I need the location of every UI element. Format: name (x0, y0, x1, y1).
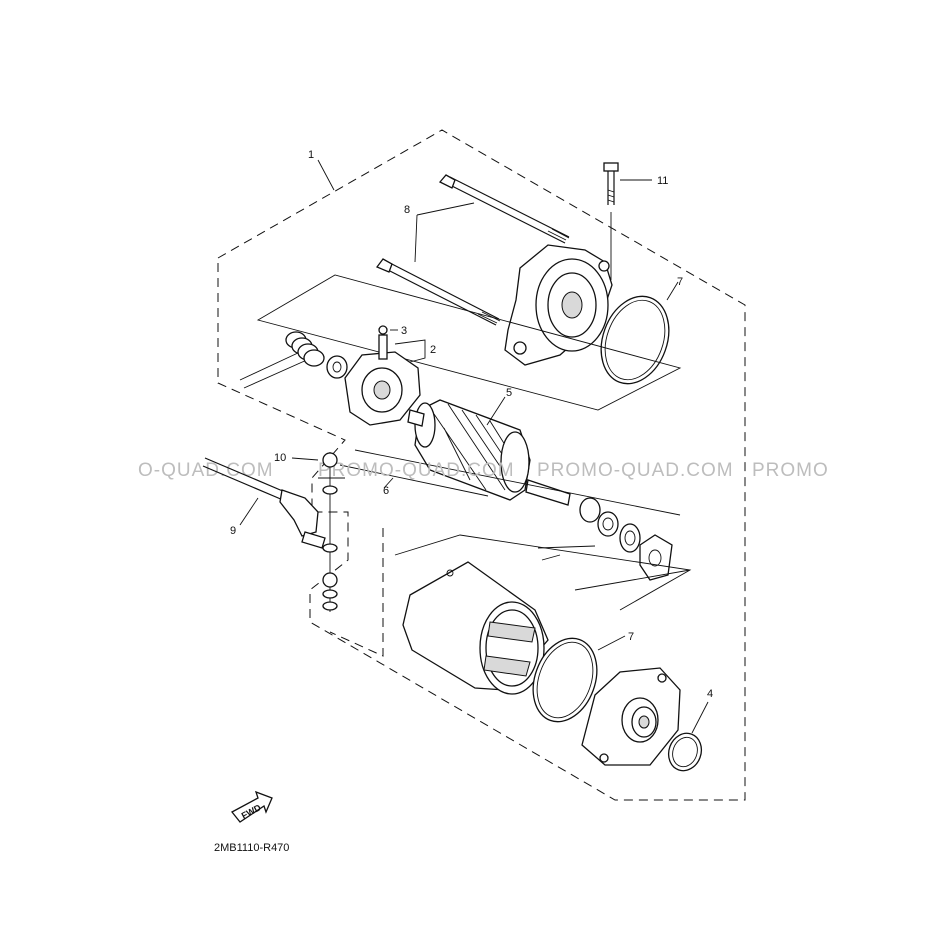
terminal-nut-2 (322, 572, 338, 588)
part-code: 2MB1110-R470 (214, 842, 289, 854)
callout-7-upper: 7 (677, 276, 683, 288)
mounting-bolt (603, 162, 619, 205)
callout-1-leader (317, 159, 335, 191)
rear-cover (504, 244, 613, 366)
yoke (402, 561, 549, 695)
small-o-ring (378, 325, 388, 335)
callout-9-leader (239, 497, 259, 526)
terminal-washer-1 (322, 485, 338, 495)
upper-plane (256, 274, 682, 411)
terminal-washer-2 (322, 543, 338, 553)
callout-5-leader (486, 396, 506, 426)
yoke-boundary (329, 528, 384, 657)
watermark-2: PROMO-QUAD.COM (318, 460, 515, 481)
brush-holder (344, 334, 421, 426)
through-bolt-upper (438, 174, 570, 244)
terminal-washer-4 (322, 601, 338, 611)
callout-6-leader (383, 477, 394, 489)
watermark-1: O-QUAD.COM (138, 460, 274, 481)
terminal-nut (322, 452, 338, 468)
o-ring-upper (600, 295, 670, 385)
watermark-4: PROMO (752, 460, 829, 481)
callout-9: 9 (230, 525, 236, 537)
callout-6: 6 (383, 485, 389, 497)
callout-3: 3 (401, 325, 407, 337)
callout-1: 1 (308, 149, 314, 161)
callout-4-leader (691, 701, 709, 734)
brush-washer (326, 355, 348, 379)
callout-8: 8 (404, 204, 410, 216)
washer-3 (619, 523, 641, 553)
callout-5: 5 (506, 387, 512, 399)
forward-arrow-icon: FWD (231, 790, 273, 823)
brush-spring (285, 331, 325, 367)
armature (407, 399, 571, 506)
callout-7a-leader (666, 281, 679, 301)
callout-8-leader-a (416, 202, 475, 216)
callout-4: 4 (707, 688, 713, 700)
o-ring-lower (532, 637, 598, 723)
callout-10: 10 (274, 452, 286, 464)
lower-plane (394, 534, 692, 611)
washer-2 (597, 511, 619, 537)
lock-plate (639, 534, 673, 581)
through-bolt-lower (375, 258, 501, 326)
front-cover (581, 667, 681, 766)
callout-11: 11 (657, 175, 668, 187)
callout-7b-leader (597, 635, 626, 651)
washer-1 (579, 497, 601, 523)
watermark-3: PROMO-QUAD.COM (537, 460, 734, 481)
callout-8-leader-b (414, 214, 418, 263)
terminal-lead (202, 457, 326, 549)
terminal-washer-3 (322, 589, 338, 599)
callout-2: 2 (430, 344, 436, 356)
callout-7-lower: 7 (628, 631, 634, 643)
callout-10-leader (291, 457, 319, 461)
callout-2-leader (394, 339, 426, 363)
